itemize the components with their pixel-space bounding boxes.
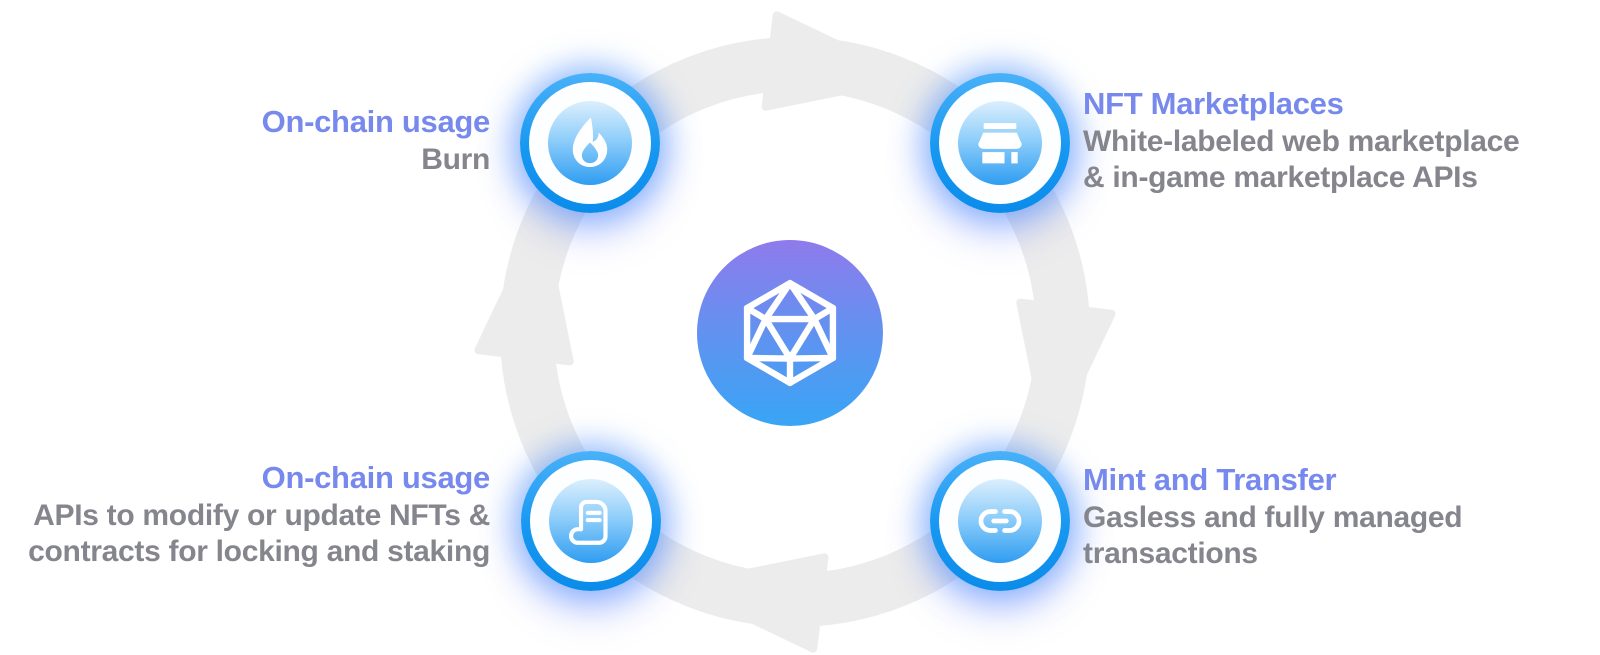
node-face [548, 101, 632, 185]
node-title: On-chain usage [261, 104, 491, 139]
icosahedron-icon [743, 279, 837, 387]
node-subtitle-line: transactions [1083, 537, 1258, 570]
node-subtitle-line: contracts for locking and staking [28, 535, 490, 568]
link-icon [978, 509, 1022, 533]
node-subtitle-line: White-labeled web marketplace [1083, 125, 1520, 158]
label-modify-contracts: On-chain usage APIs to modify or update … [28, 458, 490, 570]
node-subtitle-line: Gasless and fully managed [1083, 501, 1463, 534]
label-mint-transfer: Mint and Transfer Gasless and fully mana… [1083, 460, 1463, 572]
label-marketplaces: NFT Marketplaces White-labeled web marke… [1083, 84, 1520, 196]
node-title: On-chain usage [261, 460, 491, 495]
node-face [549, 479, 633, 563]
arrow-icon [761, 11, 913, 111]
node-burn [520, 73, 660, 213]
node-face [958, 479, 1042, 563]
node-white-ring [530, 460, 652, 582]
node-title: Mint and Transfer [1083, 462, 1337, 497]
storefront-icon [978, 123, 1022, 164]
node-white-ring [939, 460, 1061, 582]
node-subtitle-line: Burn [421, 143, 490, 176]
node-modify-contracts [521, 451, 661, 591]
arrow-icon [474, 214, 574, 366]
flame-icon [572, 117, 608, 168]
node-title: NFT Marketplaces [1083, 86, 1344, 121]
node-marketplaces [930, 73, 1070, 213]
label-burn: On-chain usage Burn [261, 102, 491, 178]
contract-icon [569, 499, 608, 545]
node-subtitle-line: APIs to modify or update NFTs & [33, 499, 490, 532]
arrow-icon [677, 553, 829, 653]
node-white-ring [529, 82, 651, 204]
center-badge [697, 240, 883, 426]
node-subtitle-line: & in-game marketplace APIs [1083, 161, 1478, 194]
arrow-icon [1016, 298, 1116, 450]
node-face [958, 101, 1042, 185]
node-white-ring [939, 82, 1061, 204]
node-mint-transfer [930, 451, 1070, 591]
